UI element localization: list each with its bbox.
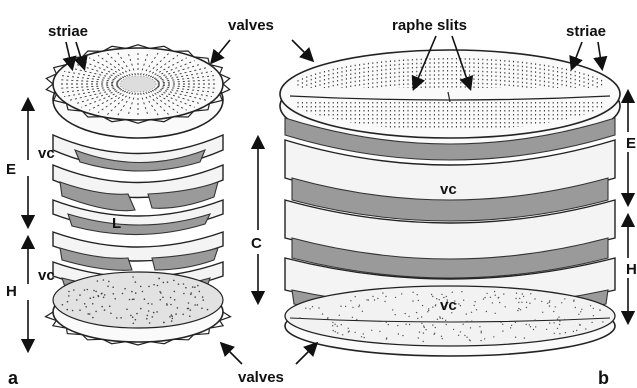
label-vc-b-bottom: vc (440, 297, 457, 314)
panel-a-frustule (46, 45, 231, 345)
label-c: C (251, 235, 262, 252)
label-h-left: H (6, 283, 17, 300)
label-vc-a-top: vc (38, 145, 55, 162)
label-e-left: E (6, 161, 16, 178)
label-vc-a-bottom: vc (38, 267, 55, 284)
label-valves-bottom: valves (238, 369, 284, 386)
label-striae-right: striae (566, 23, 606, 40)
panel-label-a: a (8, 368, 19, 388)
label-l: L (112, 215, 121, 232)
panel-a-top-valve (46, 45, 229, 138)
label-vc-b-top: vc (440, 181, 457, 198)
label-e-right: E (626, 135, 636, 152)
panel-a-bottom-valve (46, 272, 231, 345)
label-valves-top: valves (228, 17, 274, 34)
panel-label-b: b (598, 368, 609, 388)
label-h-right: H (626, 261, 637, 278)
label-raphe-slits: raphe slits (392, 17, 467, 34)
label-striae-left: striae (48, 23, 88, 40)
